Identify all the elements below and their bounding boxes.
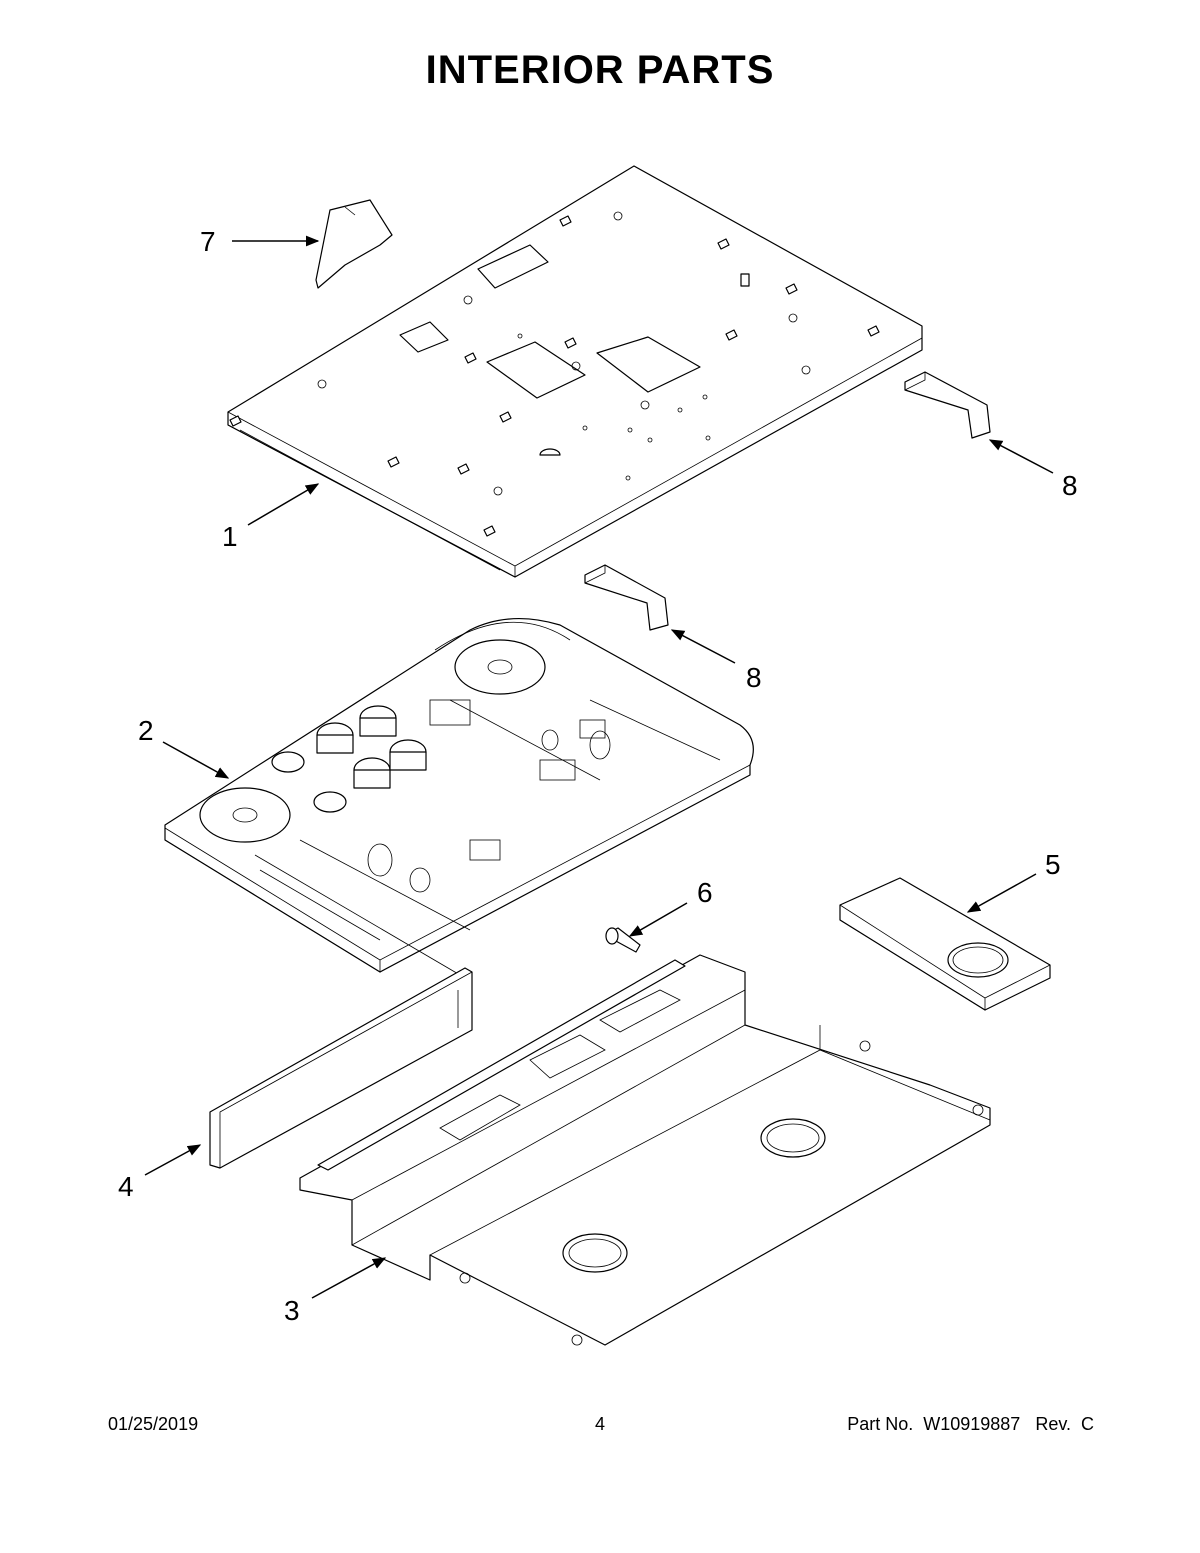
part-3-base-pan: [299, 954, 991, 1346]
part-2-control-board-assembly: [164, 618, 754, 976]
page-title: INTERIOR PARTS: [425, 48, 775, 92]
footer-part-number: Part No. W10919887 Rev. C: [847, 1414, 1094, 1434]
callout-1: 1: [222, 521, 238, 552]
footer-date: 01/25/2019: [108, 1414, 199, 1434]
callout-6: 6: [697, 877, 713, 908]
part-6-screw: [605, 927, 641, 953]
part-4-side-panel: [209, 967, 473, 1169]
part-8-bracket-upper: [904, 371, 991, 439]
part-1-top-plate: [227, 165, 923, 578]
part-8-bracket-lower: [584, 564, 669, 631]
part-5-fan-cover: [839, 877, 1051, 1011]
part-7-bracket: [315, 199, 393, 289]
callout-3: 3: [284, 1295, 300, 1326]
footer-page-number: 4: [594, 1414, 605, 1434]
callout-arrows: [144, 235, 1054, 1299]
callout-4: 4: [118, 1171, 134, 1202]
callout-8-lower: 8: [746, 662, 762, 693]
callout-7: 7: [200, 226, 216, 257]
callout-5: 5: [1045, 849, 1061, 880]
callout-8-upper: 8: [1062, 470, 1078, 501]
callout-2: 2: [138, 715, 154, 746]
